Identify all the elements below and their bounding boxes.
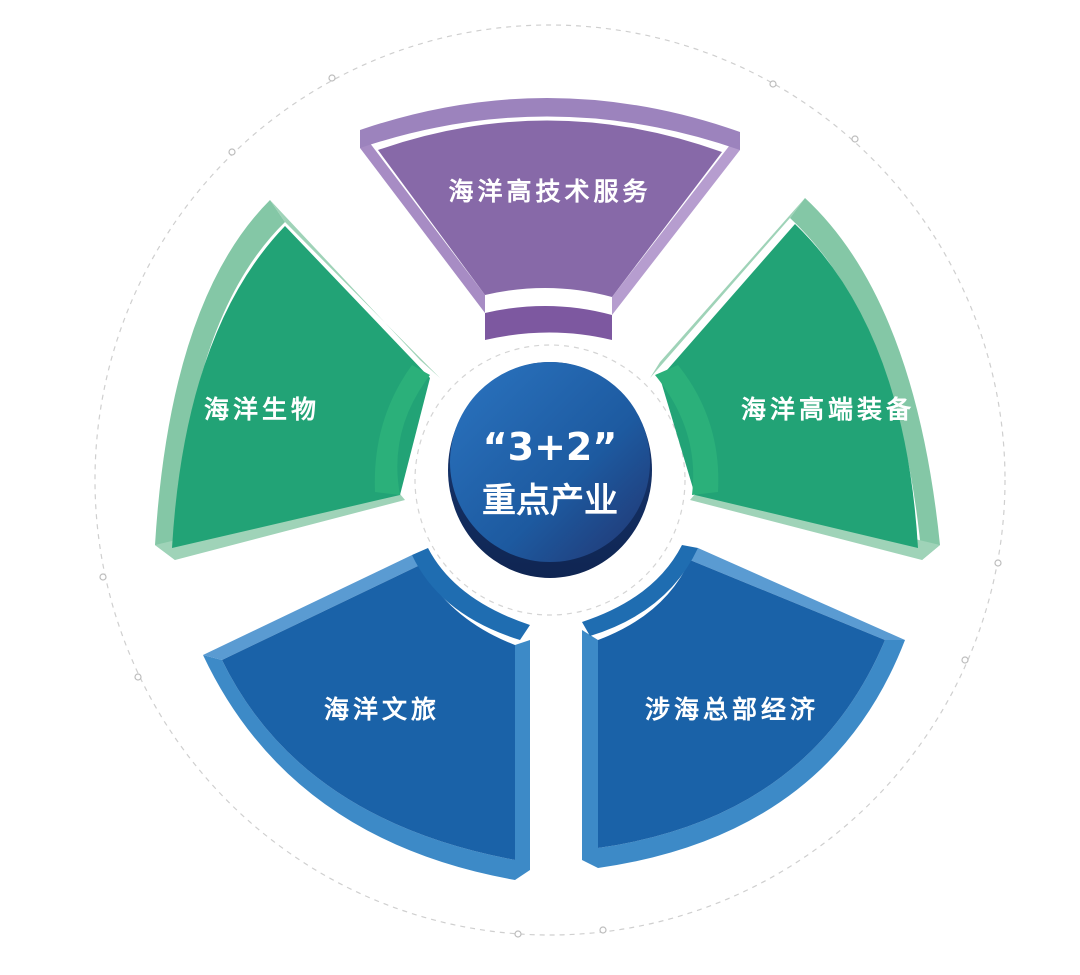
segment-tech-service[interactable]: 海洋高技术服务 <box>360 97 740 340</box>
hub-title: “3+2” <box>483 425 618 469</box>
segment-high-end-equipment[interactable]: 海洋高端装备 <box>650 198 940 560</box>
segment-side <box>598 640 905 868</box>
segment-inner-band <box>582 545 698 636</box>
hub-face <box>450 362 650 562</box>
segment-inner-band <box>655 365 719 495</box>
segment-side <box>790 198 940 560</box>
segment-side <box>515 640 530 880</box>
segment-biology[interactable]: 海洋生物 <box>155 200 440 560</box>
segment-front <box>172 226 430 548</box>
outer-dashed-ring <box>94 24 1006 936</box>
center-hub[interactable]: “3+2” 重点产业 <box>448 362 652 578</box>
segment-inner-band <box>412 548 530 640</box>
ring-dot <box>328 74 336 82</box>
segment-label: 海洋高端装备 <box>741 395 915 424</box>
ring-dot <box>599 926 607 934</box>
segment-culture-tourism[interactable]: 海洋文旅 <box>203 548 530 880</box>
ring-dot <box>994 559 1002 567</box>
segment-front <box>378 120 722 297</box>
ring-dot <box>228 148 236 156</box>
segment-side <box>582 630 598 868</box>
segment-side <box>360 130 485 313</box>
inner-dashed-ring <box>414 344 686 616</box>
segment-inner-band <box>374 365 430 495</box>
ring-dot <box>514 930 522 938</box>
segment-label: 涉海总部经济 <box>645 695 819 724</box>
segment-side <box>360 97 740 150</box>
segment-label: 海洋高技术服务 <box>448 177 651 206</box>
segment-side <box>650 198 805 378</box>
ring-dot <box>961 656 969 664</box>
segment-headquarters-economy[interactable]: 涉海总部经济 <box>582 545 905 868</box>
segment-label: 海洋生物 <box>204 395 320 424</box>
hub-subtitle: 重点产业 <box>482 481 618 521</box>
ring-dot <box>851 135 859 143</box>
segment-side <box>690 548 905 640</box>
segment-side <box>203 555 420 660</box>
segment-front <box>598 560 885 848</box>
segment-side <box>155 200 285 560</box>
ring-dot <box>134 673 142 681</box>
segment-side <box>612 132 740 315</box>
segment-front <box>222 565 515 860</box>
ring-dot <box>99 573 107 581</box>
ring-dots <box>99 74 1002 938</box>
segment-side <box>203 655 515 880</box>
segment-front <box>660 224 918 548</box>
segment-inner-band <box>485 305 612 340</box>
segment-label: 海洋文旅 <box>324 695 440 724</box>
ring-dot <box>769 80 777 88</box>
